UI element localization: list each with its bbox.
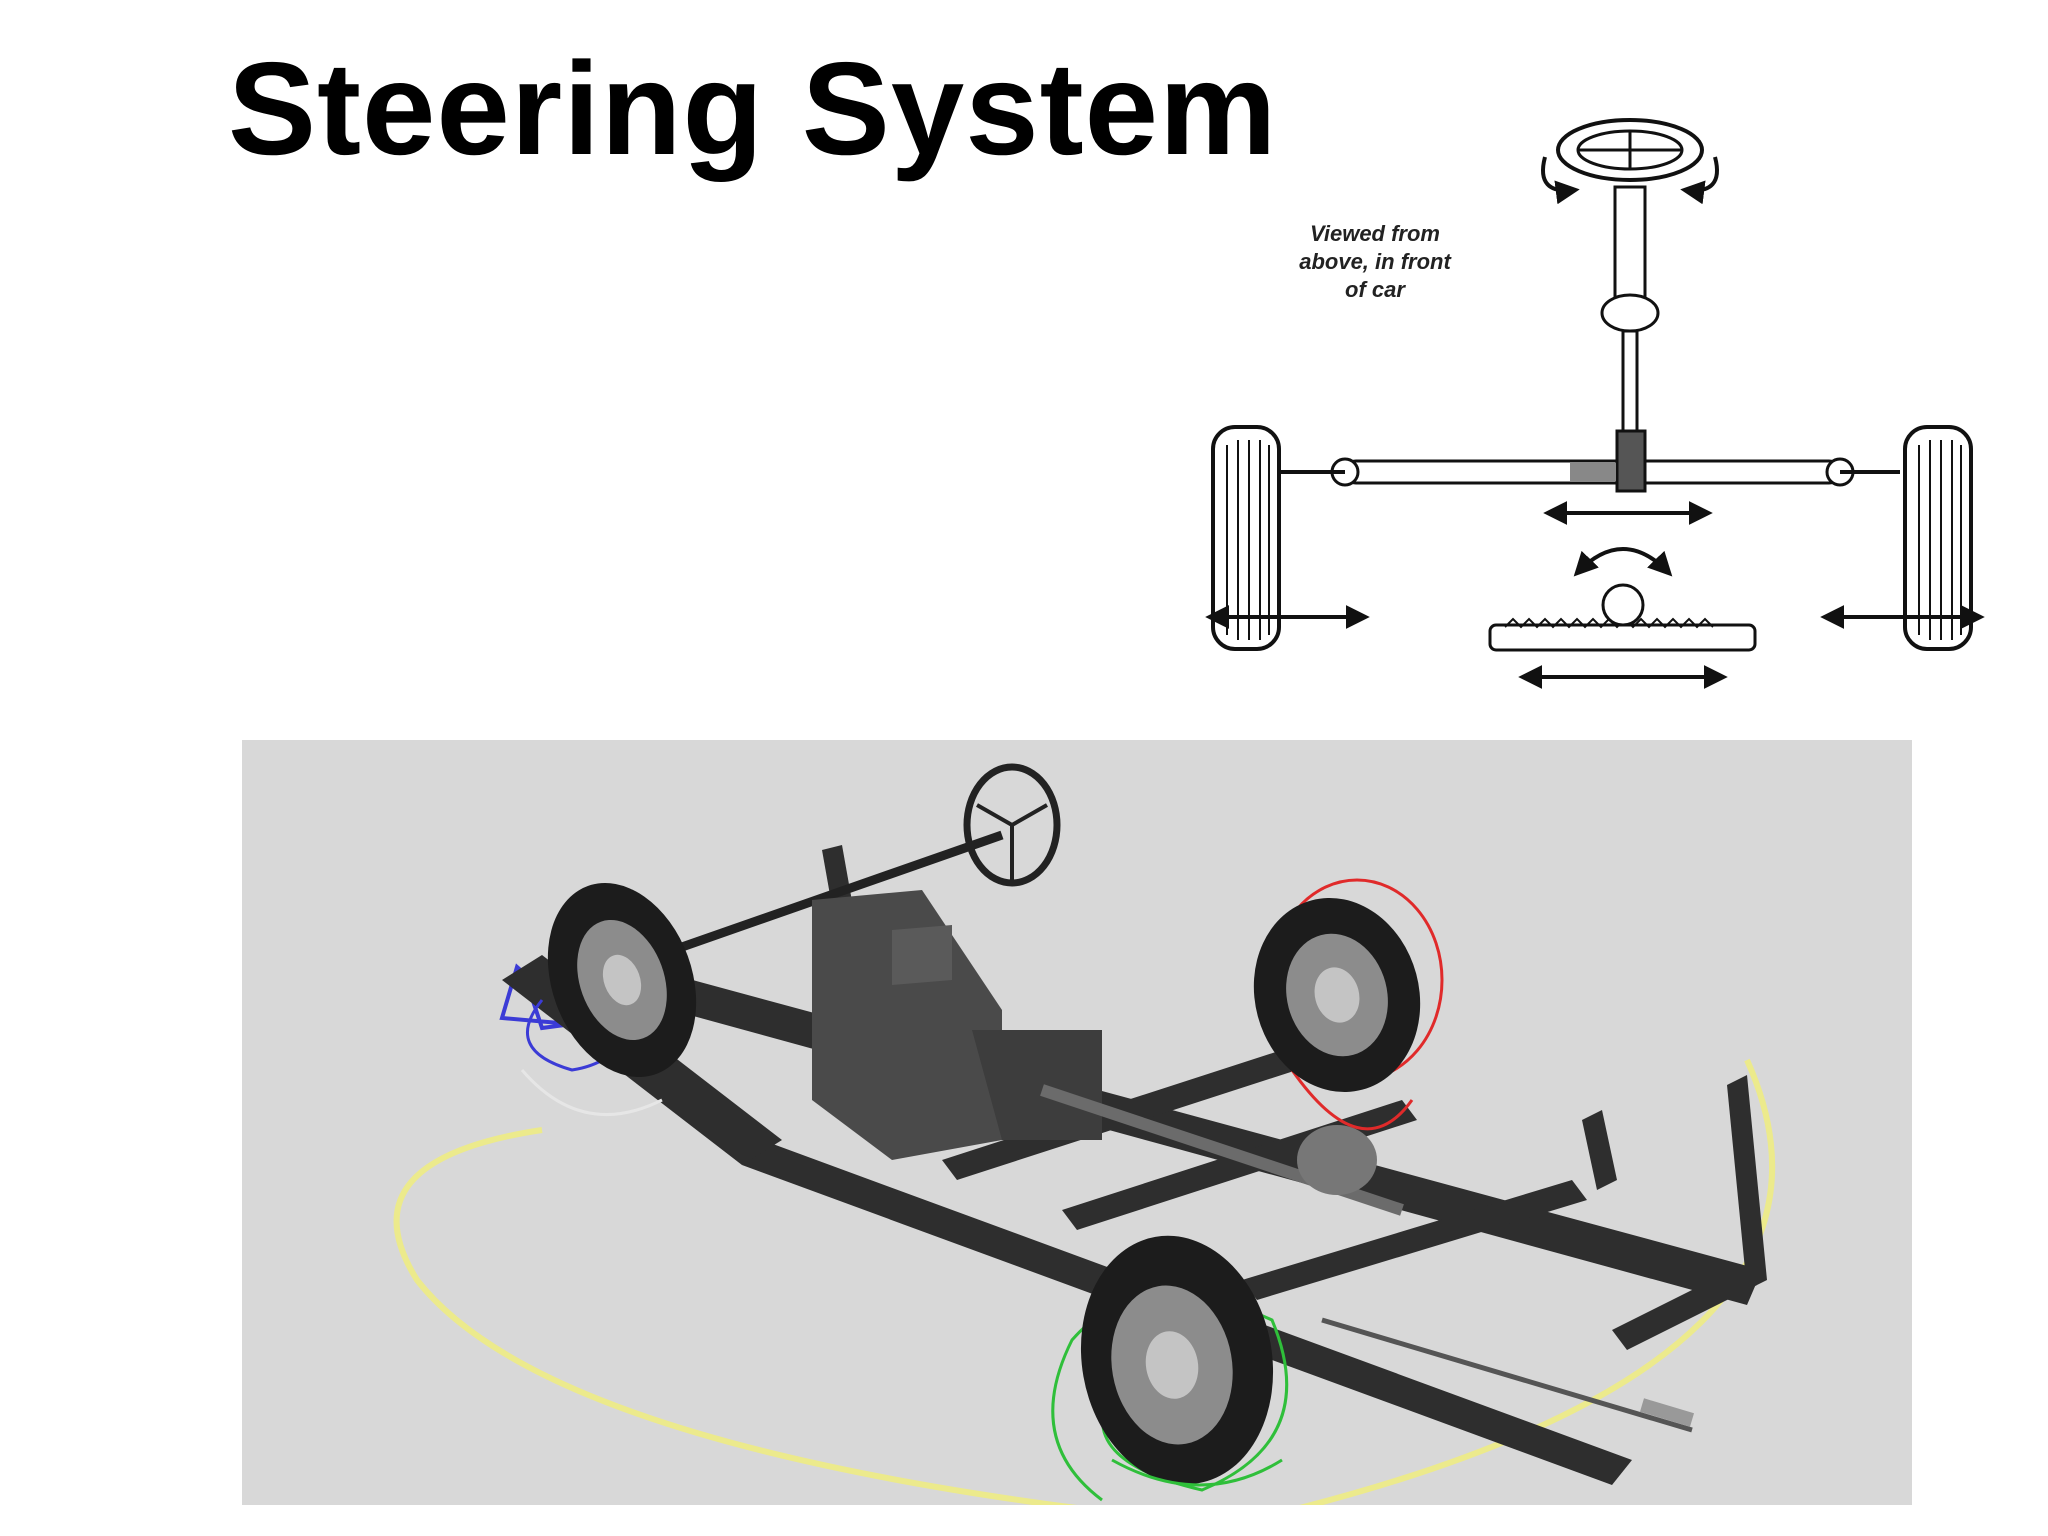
- caption-line: of car: [1345, 277, 1405, 302]
- diagram-caption: Viewed from above, in front of car: [1275, 220, 1475, 304]
- engine-block: [812, 890, 1102, 1160]
- caption-line: Viewed from: [1310, 221, 1440, 246]
- drive-shaft: [1040, 1084, 1695, 1433]
- front-left-wheel-icon: [520, 883, 697, 1116]
- rack-and-pinion-diagram: [1205, 95, 1985, 695]
- front-right-wheel-icon: [1051, 1235, 1289, 1502]
- chassis-render: [242, 740, 1912, 1505]
- motion-path: [393, 1058, 1775, 1505]
- steering-wheel-icon: [1541, 118, 1719, 205]
- left-tire-icon: [1205, 425, 1370, 651]
- rear-right-wheel-icon: [1253, 878, 1444, 1131]
- steering-column: [1600, 185, 1660, 433]
- rack-assembly: [1280, 429, 1900, 525]
- pinion-gear-icon: [1488, 547, 1757, 689]
- right-tire-icon: [1820, 425, 1985, 651]
- slide-title: Steering System: [228, 35, 1278, 182]
- caption-line: above, in front: [1299, 249, 1451, 274]
